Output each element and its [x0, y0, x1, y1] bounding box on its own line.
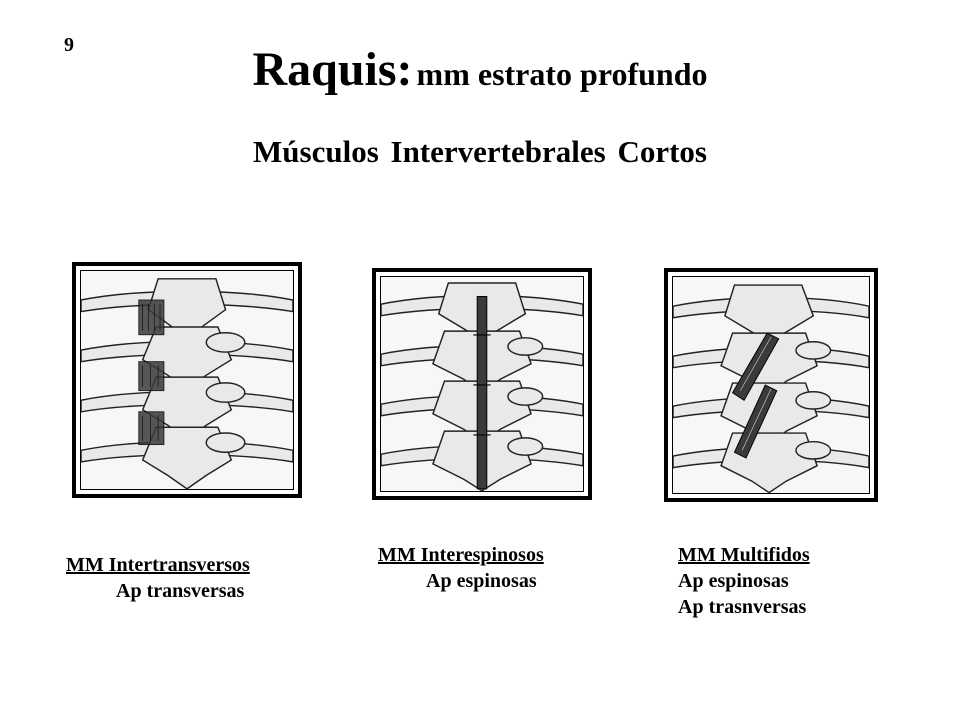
- interspinous-panel: [372, 268, 592, 500]
- slide-title: Raquis: mm estrato profundo: [0, 42, 960, 97]
- interspinous-caption: MM Interespinosos Ap espinosas: [378, 542, 544, 594]
- multifidus-attachment-transverse: Ap trasnversas: [678, 596, 807, 618]
- multifidus-attachment-spinous: Ap espinosas: [678, 570, 789, 592]
- interspinous-attachment: Ap espinosas: [426, 570, 537, 592]
- intertransverse-label: MM Intertransversos: [66, 554, 250, 576]
- multifidus-panel: [664, 268, 878, 502]
- spine-intertransverse-illustration: [81, 278, 293, 489]
- intertransverse-panel: [72, 262, 302, 498]
- slide-title-main: Raquis:: [252, 43, 413, 96]
- multifidus-caption: MM Multifidos Ap espinosas Ap trasnversa…: [678, 542, 810, 620]
- slide-title-sub: mm estrato profundo: [416, 56, 708, 92]
- spine-multifidus-illustration: [673, 284, 869, 493]
- spine-interspinous-illustration: [381, 282, 583, 491]
- intertransverse-attachment: Ap transversas: [116, 580, 245, 602]
- intertransverse-caption: MM Intertransversos Ap transversas: [66, 552, 250, 604]
- slide-number: 9: [64, 34, 74, 56]
- interspinous-label: MM Interespinosos: [378, 544, 544, 566]
- multifidus-label: MM Multifidos: [678, 544, 810, 566]
- slide-subtitle: Músculos Intervertebrales Cortos: [253, 134, 707, 169]
